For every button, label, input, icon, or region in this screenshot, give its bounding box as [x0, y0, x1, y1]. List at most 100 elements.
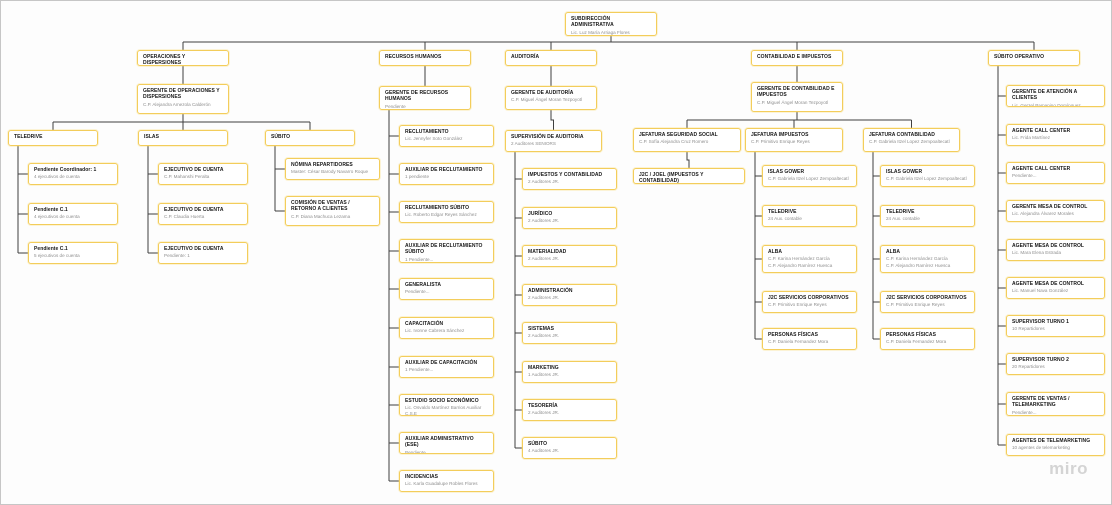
node-subtitle: 2 Auditores JR. — [528, 410, 560, 416]
org-node-b1[interactable]: OPERACIONES Y DISPERSIONES — [137, 50, 229, 66]
node-title: ESTUDIO SOCIO ECONÓMICO — [405, 398, 479, 404]
node-subtitle: C.P. Primitivo Enrique Reyes — [768, 302, 827, 308]
node-title: AUXILIAR DE CAPACITACIÓN — [405, 360, 478, 366]
node-title: JEFATURA SEGURIDAD SOCIAL — [639, 132, 718, 138]
node-title: AGENTE CALL CENTER — [1012, 128, 1071, 134]
node-title: GERENTE DE ATENCIÓN A CLIENTES — [1012, 89, 1078, 102]
node-title: GERENTE DE CONTABILIDAD E IMPUESTOS — [757, 86, 835, 99]
node-title: TELEDRIVE — [886, 209, 915, 215]
node-subtitle: Pendiente... — [1012, 173, 1037, 179]
node-subtitle: C.P. Alejandra Amezola Calderón — [143, 101, 211, 107]
org-node-b4[interactable]: CONTABILIDAD E IMPUESTOS — [751, 50, 843, 66]
org-node-h_sub[interactable]: SÚBITO — [265, 130, 355, 146]
org-node-b5[interactable]: SÚBITO OPERATIVO — [988, 50, 1080, 66]
node-subtitle: C.P. Alejandro Ramírez Huesca — [886, 262, 951, 268]
node-title: SUPERVISOR TURNO 1 — [1012, 319, 1069, 325]
node-title: Pendiente Coordinador: 1 — [34, 167, 97, 173]
miro-logo[interactable]: miro — [1049, 459, 1088, 478]
org-node-r9[interactable]: AUXILIAR ADMINISTRATIVO (ESE)Pendiente — [399, 432, 494, 454]
node-title: CAPACITACIÓN — [405, 321, 444, 327]
node-subtitle: Lic. Roberto Edgar Reyes Sánchez — [405, 212, 477, 218]
node-title: AUXILIAR ADMINISTRATIVO (ESE) — [405, 436, 474, 449]
node-subtitle: 1 Pendiente... — [405, 367, 434, 373]
node-title: RECLUTAMIENTO SÚBITO — [405, 205, 470, 211]
node-title: ALBA — [886, 249, 901, 255]
node-subtitle: 1 Pendiente... — [405, 256, 434, 262]
node-subtitle: C.P. Diana Machuca Lezama — [291, 213, 351, 219]
node-title: OPERACIONES Y DISPERSIONES — [143, 54, 186, 66]
org-node-b3[interactable]: AUDITORÍA — [505, 50, 597, 66]
node-subtitle: Lic. Karla Guadalupe Robles Flores — [405, 481, 478, 487]
node-title: JEFATURA IMPUESTOS — [751, 132, 809, 138]
node-title: AGENTE MESA DE CONTROL — [1012, 281, 1085, 287]
node-title: SÚBITO — [528, 441, 548, 447]
org-node-j1k1[interactable]: J2C / JOEL (IMPUESTOS Y CONTABILIDAD) — [633, 168, 745, 184]
node-title: ADMINISTRACIÓN — [528, 288, 573, 294]
node-title: GERENTE DE RECURSOS HUMANOS — [385, 90, 449, 103]
node-subtitle: Pendiente — [405, 449, 426, 454]
org-node-h_tel[interactable]: TELEDRIVE — [8, 130, 98, 146]
node-title: SUBDIRECCIÓN ADMINISTRATIVA — [571, 16, 614, 29]
node-subtitle: Lic. Manuel Nava González — [1012, 288, 1069, 294]
org-node-h_islas[interactable]: ISLAS — [138, 130, 228, 146]
org-node-b2[interactable]: RECURSOS HUMANOS — [379, 50, 471, 66]
node-title: ALBA — [768, 249, 783, 255]
connector-line — [686, 152, 690, 168]
